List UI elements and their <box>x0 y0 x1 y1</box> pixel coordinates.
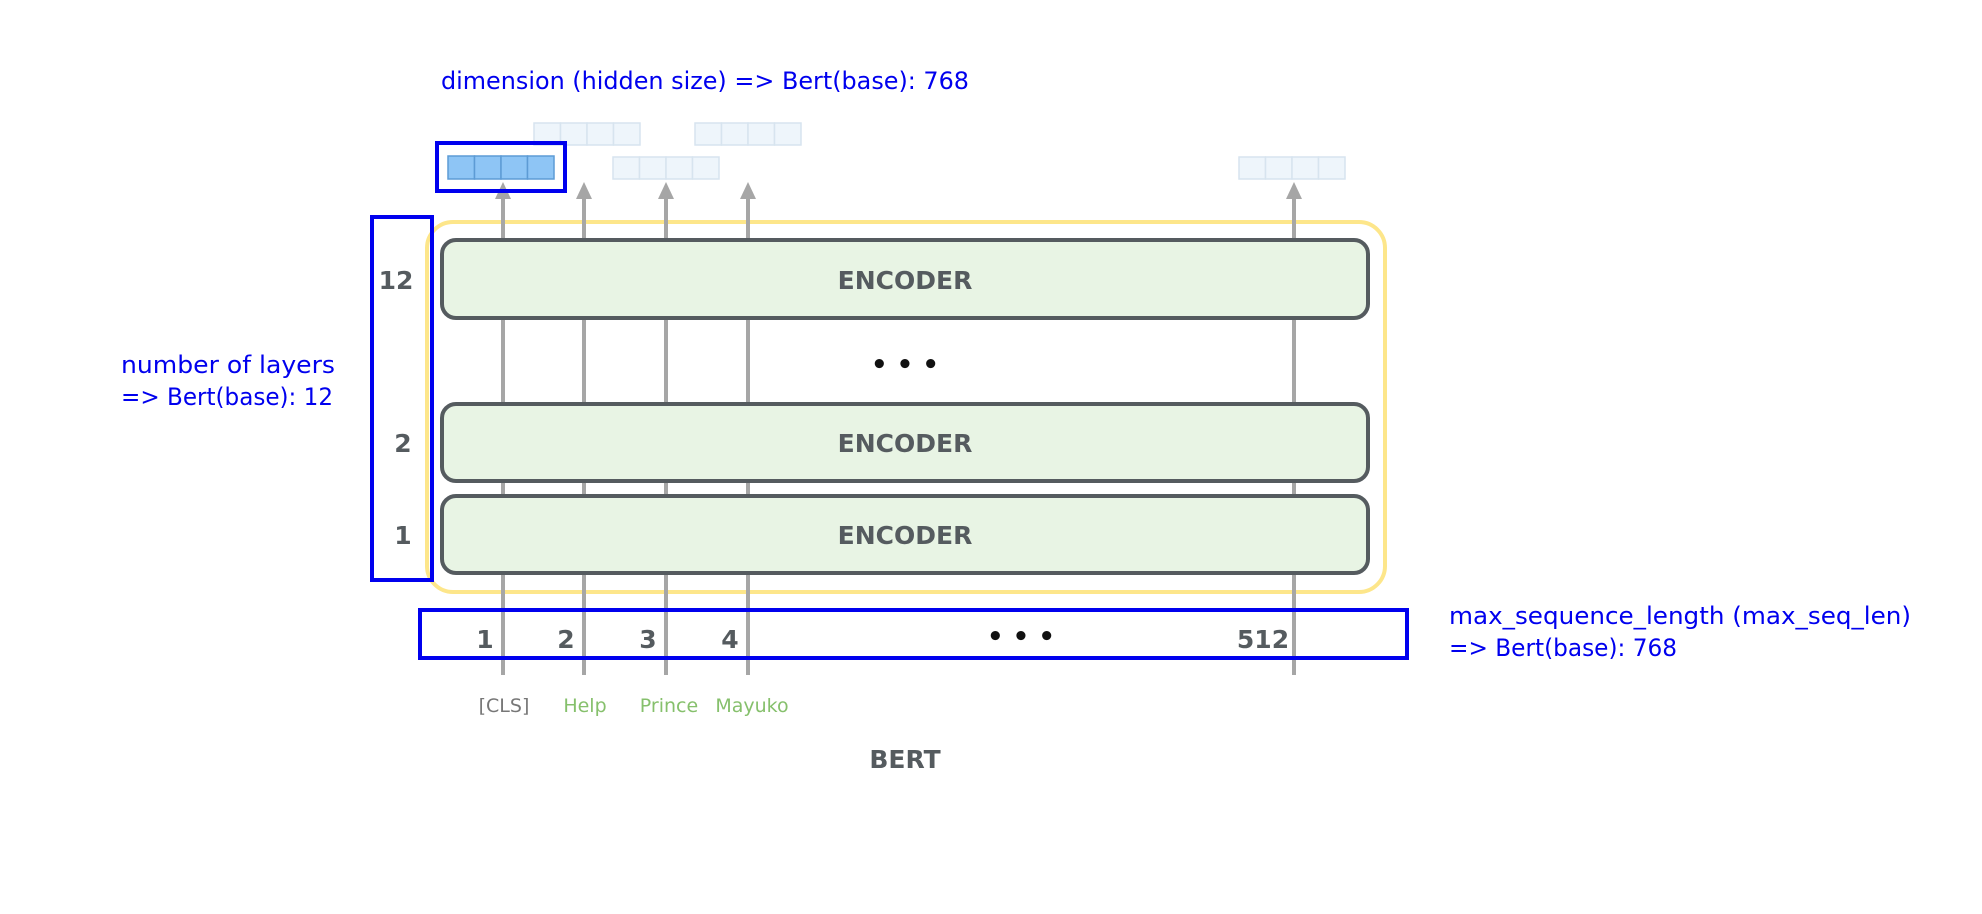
layers-highlight-box <box>370 215 434 582</box>
diagram-caption: BERT <box>869 745 940 774</box>
arrowhead-prince <box>658 182 674 199</box>
arrowhead-help <box>576 182 592 199</box>
position-number-4: 4 <box>721 625 738 654</box>
layer-number-12: 12 <box>379 266 414 295</box>
dimension-annotation: dimension (hidden size) => Bert(base): 7… <box>441 67 969 95</box>
layer-number-2: 2 <box>394 429 411 458</box>
position-number-2: 2 <box>557 625 574 654</box>
token-mayuko: Mayuko <box>715 695 788 717</box>
encoder-label-top: ENCODER <box>838 266 973 295</box>
dimension-highlight-box <box>435 141 567 193</box>
sequence-annotation-line1: max_sequence_length (max_seq_len) <box>1449 602 1911 630</box>
position-number-3: 3 <box>639 625 656 654</box>
output-vector-faint-3 <box>694 122 802 146</box>
layer-number-1: 1 <box>394 521 411 550</box>
output-vector-cls <box>447 155 555 180</box>
encoder-label-middle: ENCODER <box>838 429 973 458</box>
encoder-box-middle <box>440 402 1370 483</box>
position-number-512: 512 <box>1237 625 1289 654</box>
encoder-box-top <box>440 238 1370 320</box>
token-help: Help <box>563 695 606 717</box>
output-arrowheads <box>495 182 1302 199</box>
position-number-1: 1 <box>476 625 493 654</box>
token-cls: [CLS] <box>479 695 530 717</box>
layers-annotation-line1: number of layers <box>121 351 335 379</box>
encoder-box-bottom <box>440 494 1370 575</box>
encoder-label-bottom: ENCODER <box>838 521 973 550</box>
position-ellipsis: • • • <box>987 622 1055 652</box>
encoder-stack-ellipsis: • • • <box>871 350 939 380</box>
bert-model-outline <box>425 220 1387 594</box>
arrowhead-mayuko <box>740 182 756 199</box>
layers-annotation-line2: => Bert(base): 12 <box>121 383 333 411</box>
output-vector-faint-2 <box>612 156 720 180</box>
output-vector-faint-4 <box>1238 156 1346 180</box>
token-prince: Prince <box>640 695 698 717</box>
sequence-highlight-box <box>418 608 1409 660</box>
arrowhead-512 <box>1286 182 1302 199</box>
sequence-annotation-line2: => Bert(base): 768 <box>1449 634 1677 662</box>
